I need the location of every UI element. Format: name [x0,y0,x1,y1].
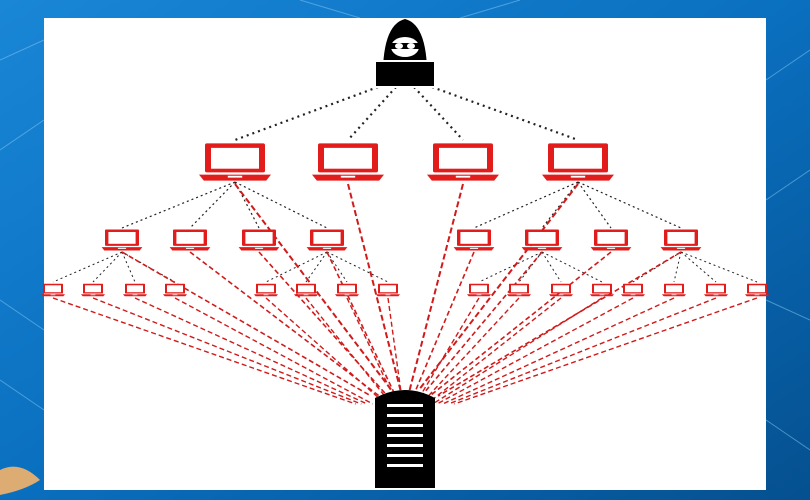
attack-link [305,297,392,405]
nodes [41,19,769,488]
control-link [478,251,543,283]
attack-link [326,251,397,397]
laptop-icon [542,143,614,181]
attack-link [432,297,603,405]
control-link [234,85,379,142]
attack-link [420,297,520,405]
laptop-icon [660,229,702,251]
laptop-icon [521,229,563,251]
laptop-icon [41,283,65,297]
attack-link [454,297,758,405]
laptop-icon [467,283,491,297]
laptop-icon [306,229,348,251]
laptop-icon [662,283,686,297]
laptop-icon [238,229,280,251]
attack-link [414,297,480,405]
laptop-icon [101,229,143,251]
attack-link [265,297,387,405]
laptop-icon [81,283,105,297]
laptop-icon [163,283,187,297]
attack-link [448,297,717,405]
control-link [189,181,236,229]
hooded-hacker-icon [374,19,436,88]
laptop-icon [507,283,531,297]
control-link [577,181,612,229]
control-link [680,251,717,283]
control-link [234,181,328,229]
laptop-icon [621,283,645,297]
control-link [326,251,348,283]
attack-link [52,297,356,405]
control-link [541,251,562,283]
attack-link [437,251,682,397]
control-link [52,251,123,283]
attack-link [429,251,612,397]
control-link [92,251,123,283]
attack-link [346,297,398,405]
laptop-icon [590,229,632,251]
control-link [234,181,260,229]
control-link [473,181,579,229]
server-tower-icon [375,390,435,488]
laptop-icon [745,283,769,297]
control-link [305,251,328,283]
attack-link [258,251,389,397]
attack-link [426,297,562,405]
attack-link [387,297,404,405]
control-link [265,251,328,283]
attack-link [92,297,362,405]
control-link [577,181,682,229]
laptop-icon [312,143,384,181]
control-link [121,181,236,229]
attack-link [436,297,634,405]
control-link [541,181,579,229]
laptop-icon [453,229,495,251]
laptop-icon [169,229,211,251]
control-link [413,86,464,141]
control-link [673,251,682,283]
laptop-icon [427,143,499,181]
control-link [326,251,389,283]
control-link [541,251,603,283]
attack-link [412,251,475,397]
attack-link [134,297,368,405]
laptop-icon [199,143,271,181]
laptop-icon [123,283,147,297]
control-link [431,85,579,142]
attack-link [408,183,464,391]
laptop-icon [254,283,278,297]
control-lines [52,85,758,283]
laptop-icon [704,283,728,297]
control-link [518,251,543,283]
laptop-icon [294,283,318,297]
attack-link [189,251,380,397]
control-link [121,251,136,283]
attack-lines [52,183,758,405]
attack-link [420,251,543,397]
attack-link [442,297,675,405]
attack-link [174,297,374,405]
attack-link [121,251,372,397]
laptop-icon [549,283,573,297]
laptop-icon [590,283,614,297]
laptop-icon [376,283,400,297]
control-link [680,251,758,283]
attack-link [418,183,579,391]
laptop-icon [335,283,359,297]
